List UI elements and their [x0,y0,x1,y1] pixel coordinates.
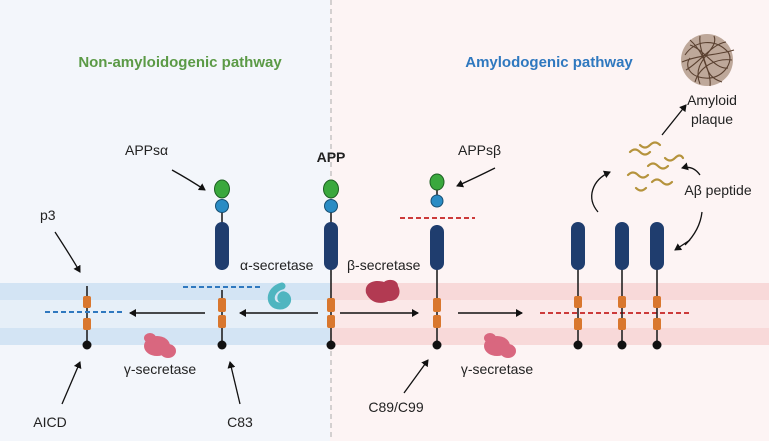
abeta-arrow-to-peptides [681,162,701,176]
alpha-secretase-icon [267,282,292,310]
app-protein [323,179,339,350]
amyloid-plaque-label-line1: Amyloid [687,92,737,108]
apps-beta-arrow [456,167,496,188]
non-amyloidogenic-title: Non-amyloidogenic pathway [78,54,282,71]
amyloidogenic-title: Amylodogenic pathway [465,54,633,71]
c99-fragment-1 [571,222,585,350]
plaque-arrow [661,104,687,136]
c83-arrow [227,361,241,405]
app-label: APP [317,149,346,165]
gamma-secretase-right-label: γ-secretase [461,361,534,377]
apps-alpha-label: APPsα [125,142,168,158]
c99-fragment-2 [615,222,629,350]
abeta-peptide-label: Aβ peptide [684,182,751,198]
amyloid-plaque-label-line2: plaque [691,111,733,127]
gamma-secretase-left-icon [144,333,176,358]
apps-beta-protein [429,173,445,208]
gamma-secretase-left-label: γ-secretase [124,361,197,377]
abeta-arrow-to-fragment [674,239,691,251]
alpha-secretase-label: α-secretase [240,257,314,273]
apps-beta-label: APPsβ [458,142,501,158]
beta-secretase-icon [365,279,400,303]
apps-alpha-protein [214,179,230,270]
left-panel-background [0,0,330,441]
p3-arrow [54,231,81,273]
aicd-arrow [61,361,82,405]
aicd-label: AICD [33,414,66,430]
c99-fragment [430,225,444,350]
aggregation-arrow [591,170,611,213]
c83-fragment [217,290,227,350]
gamma-secretase-right-icon [484,333,516,358]
p3-label: p3 [40,207,56,223]
apps-alpha-arrow [171,169,206,191]
c89-c99-arrow [403,359,429,394]
c89-c99-label: C89/C99 [368,399,423,415]
p3-aicd-fragment [82,286,92,350]
c99-fragment-3 [650,222,664,350]
amyloid-plaque-icon [681,34,735,87]
c83-label: C83 [227,414,253,430]
abeta-peptides-icon [626,141,685,192]
beta-secretase-label: β-secretase [347,257,421,273]
